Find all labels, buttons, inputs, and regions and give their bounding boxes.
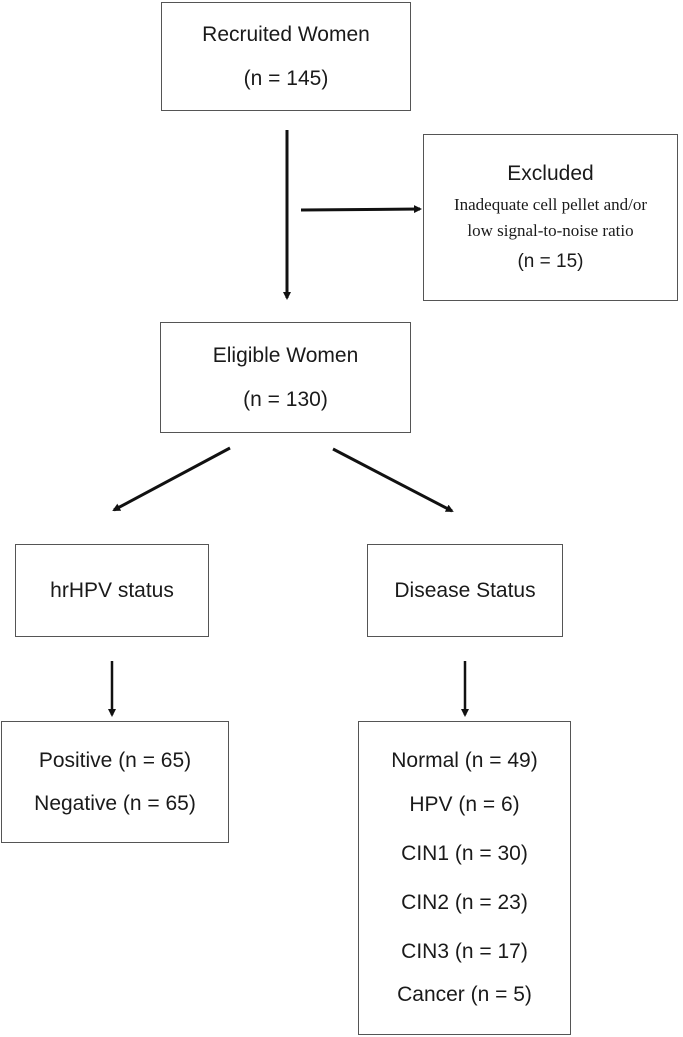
hrhpv-result-negative: Negative (n = 65) [34, 792, 196, 815]
disease-status-box: Disease Status [367, 544, 563, 637]
eligible-count: (n = 130) [243, 387, 328, 411]
disease-result-cin3: CIN3 (n = 17) [401, 940, 528, 964]
eligible-title: Eligible Women [212, 344, 359, 368]
disease-result-cin2: CIN2 (n = 23) [401, 891, 528, 914]
arrow-eligible-to-disease [332, 447, 454, 513]
disease-result-cancer: Cancer (n = 5) [397, 983, 532, 1007]
excluded-title: Excluded [507, 162, 594, 185]
excluded-box: Excluded Inadequate cell pellet and/or l… [423, 134, 678, 301]
arrow-to-excluded [300, 205, 422, 214]
excluded-count: (n = 15) [517, 251, 584, 273]
recruited-women-box: Recruited Women (n = 145) [161, 2, 411, 111]
disease-result-normal: Normal (n = 49) [391, 749, 538, 773]
recruited-title: Recruited Women [202, 23, 370, 47]
disease-result-cin1: CIN1 (n = 30) [401, 841, 528, 865]
recruited-count: (n = 145) [243, 66, 329, 90]
hrhpv-results-box: Positive (n = 65) Negative (n = 65) [1, 721, 229, 843]
hrhpv-title: hrHPV status [50, 578, 174, 602]
hrhpv-result-positive: Positive (n = 65) [38, 748, 192, 772]
disease-title: Disease Status [394, 578, 536, 602]
eligible-women-box: Eligible Women (n = 130) [160, 322, 411, 433]
excluded-reason-line1: Inadequate cell pellet and/or [453, 195, 648, 215]
disease-results-box: Normal (n = 49) HPV (n = 6) CIN1 (n = 30… [358, 721, 571, 1035]
hrhpv-status-box: hrHPV status [15, 544, 209, 637]
disease-result-hpv: HPV (n = 6) [409, 792, 520, 816]
arrow-eligible-to-hrhpv [112, 446, 231, 512]
excluded-reason-line2: low signal-to-noise ratio [467, 220, 634, 240]
